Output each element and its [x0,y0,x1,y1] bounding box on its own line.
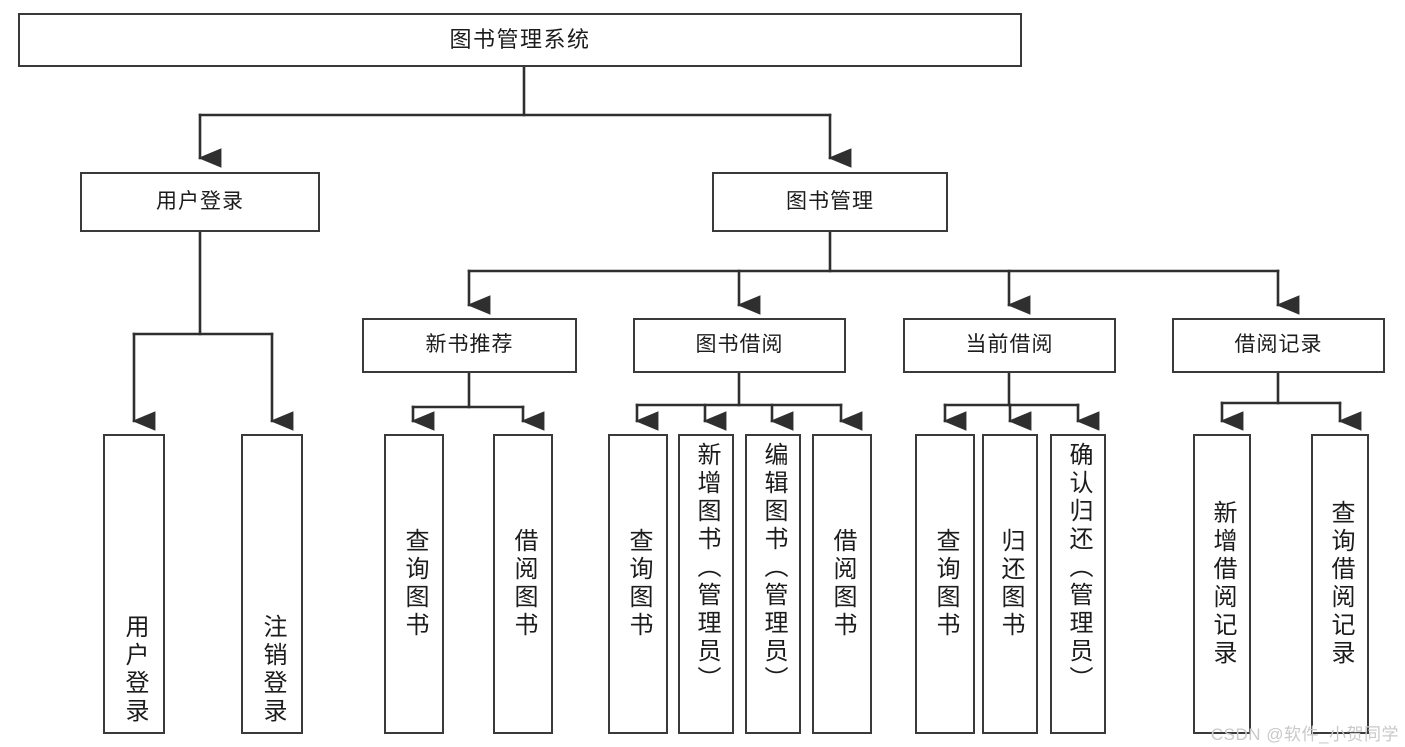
node-leaf-edit-book[interactable]: 编辑图书（管理员） [745,434,801,734]
node-leaf-add-record-label: 新增借阅记录 [1209,500,1236,668]
node-root-label: 图书管理系统 [449,27,591,53]
node-leaf-user-login-label: 用户登录 [121,614,148,726]
node-borrow-record[interactable]: 借阅记录 [1172,318,1385,373]
node-leaf-borrow-book-2-label: 借阅图书 [829,528,856,640]
node-leaf-query-record[interactable]: 查询借阅记录 [1311,434,1369,734]
node-leaf-query-book-2-label: 查询图书 [625,528,652,640]
node-root[interactable]: 图书管理系统 [18,13,1022,67]
node-leaf-borrow-book-2[interactable]: 借阅图书 [812,434,872,734]
node-leaf-query-book-1[interactable]: 查询图书 [384,434,444,734]
node-new-book-recommend-label: 新书推荐 [425,333,514,357]
node-user-login[interactable]: 用户登录 [80,172,320,232]
node-leaf-borrow-book-1[interactable]: 借阅图书 [493,434,553,734]
node-leaf-edit-book-label: 编辑图书（管理员） [760,442,787,694]
node-leaf-add-book-label: 新增图书（管理员） [693,442,720,694]
node-new-book-recommend[interactable]: 新书推荐 [362,318,577,373]
node-leaf-query-book-2[interactable]: 查询图书 [608,434,668,734]
node-book-borrow-label: 图书借阅 [695,333,784,357]
node-leaf-logout-login-label: 注销登录 [259,614,286,726]
node-leaf-return-book-label: 归还图书 [997,528,1024,640]
node-leaf-logout-login[interactable]: 注销登录 [241,434,303,734]
node-user-login-label: 用户登录 [156,189,244,213]
node-book-borrow[interactable]: 图书借阅 [633,318,846,373]
node-book-management[interactable]: 图书管理 [712,172,948,232]
node-leaf-query-record-label: 查询借阅记录 [1327,500,1354,668]
node-leaf-query-book-3-label: 查询图书 [932,528,959,640]
node-current-borrow[interactable]: 当前借阅 [903,318,1116,373]
node-leaf-confirm-return-label: 确认归还（管理员） [1065,442,1092,694]
node-leaf-add-book[interactable]: 新增图书（管理员） [678,434,734,734]
node-book-management-label: 图书管理 [786,189,874,213]
node-leaf-add-record[interactable]: 新增借阅记录 [1193,434,1251,734]
node-leaf-user-login[interactable]: 用户登录 [103,434,165,734]
node-leaf-query-book-3[interactable]: 查询图书 [915,434,975,734]
watermark: CSDN @软件_小贺同学 [1210,725,1399,744]
node-borrow-record-label: 借阅记录 [1234,333,1323,357]
node-leaf-confirm-return[interactable]: 确认归还（管理员） [1050,434,1106,734]
node-current-borrow-label: 当前借阅 [965,333,1054,357]
node-leaf-return-book[interactable]: 归还图书 [982,434,1038,734]
node-leaf-borrow-book-1-label: 借阅图书 [510,528,537,640]
node-leaf-query-book-1-label: 查询图书 [401,528,428,640]
